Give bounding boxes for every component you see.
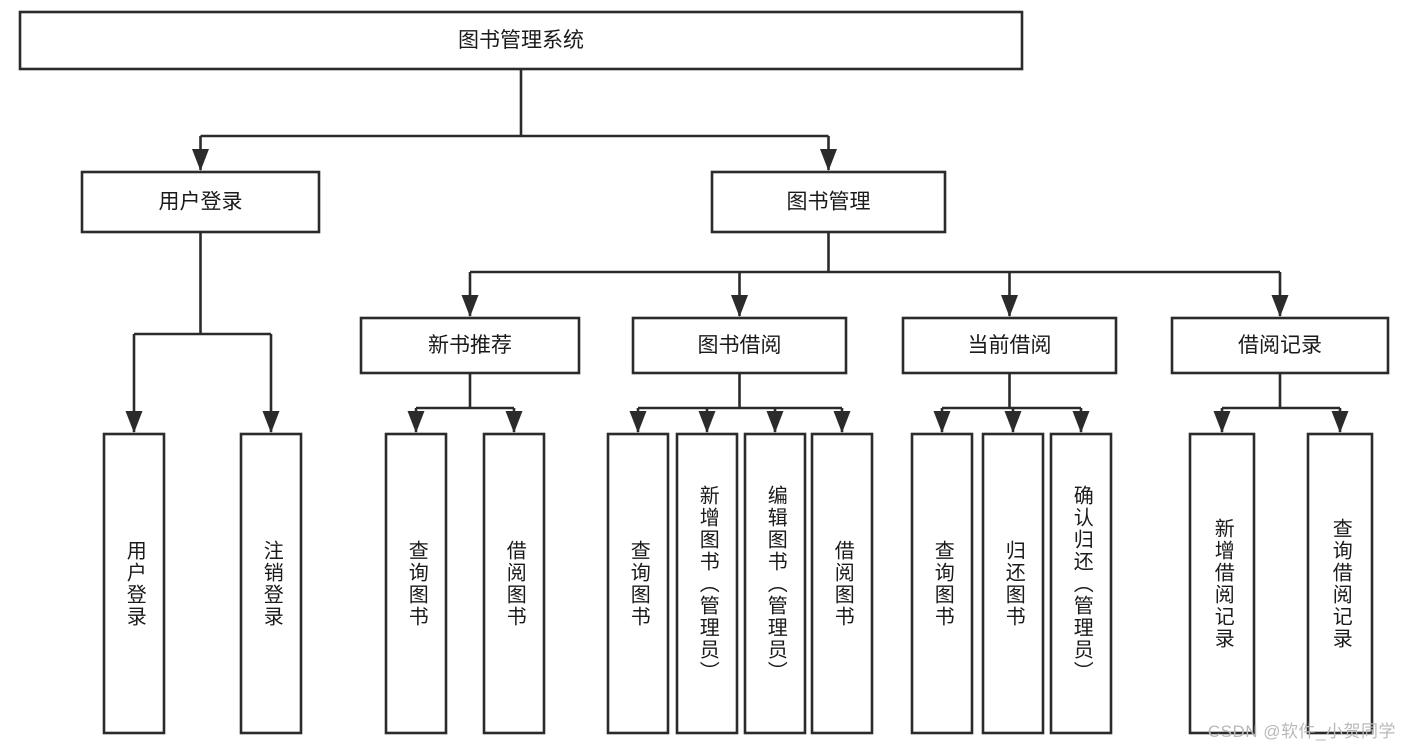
node-new-book-recommend[interactable]: [359, 316, 581, 375]
node-book-borrow[interactable]: [631, 316, 848, 375]
node-leaf-return-book[interactable]: [981, 432, 1045, 735]
arrow-head-icon: [629, 411, 647, 433]
arrow-head-icon: [731, 295, 748, 317]
arrow-head-icon: [1213, 411, 1231, 433]
node-label-current-borrow: 当前借阅: [968, 334, 1052, 357]
arrow-head-icon: [833, 411, 851, 433]
node-label-borrow-record: 借阅记录: [1238, 334, 1322, 357]
node-label-new-book-recommend: 新书推荐: [428, 334, 512, 357]
node-leaf-add-book[interactable]: [675, 432, 739, 735]
arrow-head-icon: [505, 411, 523, 433]
node-leaf-logout[interactable]: [239, 432, 303, 735]
node-label-book-manage: 图书管理: [787, 191, 871, 214]
node-leaf-borrow-book-2[interactable]: [810, 432, 874, 735]
node-borrow-record[interactable]: [1170, 316, 1390, 375]
arrow-head-icon: [1001, 295, 1018, 317]
arrow-head-icon: [192, 149, 209, 171]
arrow-head-icon: [262, 411, 280, 433]
node-leaf-query-book-2[interactable]: [606, 432, 670, 735]
node-book-manage[interactable]: [710, 170, 947, 234]
arrow-head-icon: [698, 411, 716, 433]
arrow-head-icon: [407, 411, 425, 433]
node-leaf-user-login[interactable]: [102, 432, 166, 735]
node-leaf-query-book-1[interactable]: [384, 432, 448, 735]
node-leaf-add-record[interactable]: [1188, 432, 1256, 735]
arrow-head-icon: [766, 411, 784, 433]
node-root-book-management-system[interactable]: [18, 10, 1024, 71]
arrow-head-icon: [1331, 411, 1349, 433]
node-current-borrow[interactable]: [901, 316, 1118, 375]
node-label-book-borrow: 图书借阅: [698, 334, 782, 357]
arrow-head-icon: [125, 411, 143, 433]
node-label-user-login: 用户登录: [159, 191, 243, 214]
arrow-head-icon: [1072, 411, 1090, 433]
arrow-head-icon: [1271, 295, 1289, 317]
node-user-login[interactable]: [80, 170, 321, 234]
node-leaf-edit-book[interactable]: [743, 432, 807, 735]
node-leaf-confirm-return[interactable]: [1049, 432, 1113, 735]
arrow-head-icon: [933, 411, 951, 433]
node-leaf-query-book-3[interactable]: [910, 432, 974, 735]
arrow-head-icon: [1004, 411, 1022, 433]
node-label-root: 图书管理系统: [458, 29, 584, 52]
watermark-text: CSDN @软件_小贺同学: [1207, 722, 1396, 741]
connector-layer: [125, 69, 1349, 433]
arrow-head-icon: [820, 149, 837, 171]
node-leaf-borrow-book-1[interactable]: [482, 432, 546, 735]
node-leaf-query-record[interactable]: [1306, 432, 1374, 735]
arrow-head-icon: [461, 295, 479, 317]
